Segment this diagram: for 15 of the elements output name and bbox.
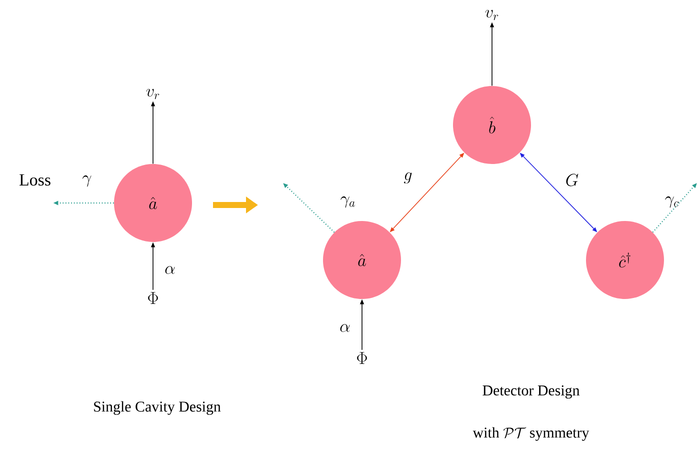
edge-label: $\gamma_c$ (665, 196, 679, 208)
edge-label: $\gamma_a$ (340, 196, 355, 208)
edge-label: $G$ (566, 174, 578, 186)
math-symbol: $\Phi$ (148, 292, 158, 304)
math-symbol: $\Phi$ (357, 352, 367, 364)
math-symbol: $v_r$ (146, 88, 160, 100)
text-label: Loss (20, 174, 50, 186)
edge-label: $\gamma$ (82, 175, 92, 187)
edge-label: $g$ (404, 172, 412, 184)
math-symbol: $v_r$ (485, 10, 498, 20)
caption-text: Single Cavity Design (94, 401, 221, 415)
edge-label: $\alpha$ (165, 266, 175, 274)
caption-text: $\mbox{with }\mathcal{PT}\mbox{ symmetry}$ (472, 427, 590, 441)
edge-label: $\alpha$ (340, 324, 350, 332)
caption-text: Detector Design (482, 385, 580, 399)
